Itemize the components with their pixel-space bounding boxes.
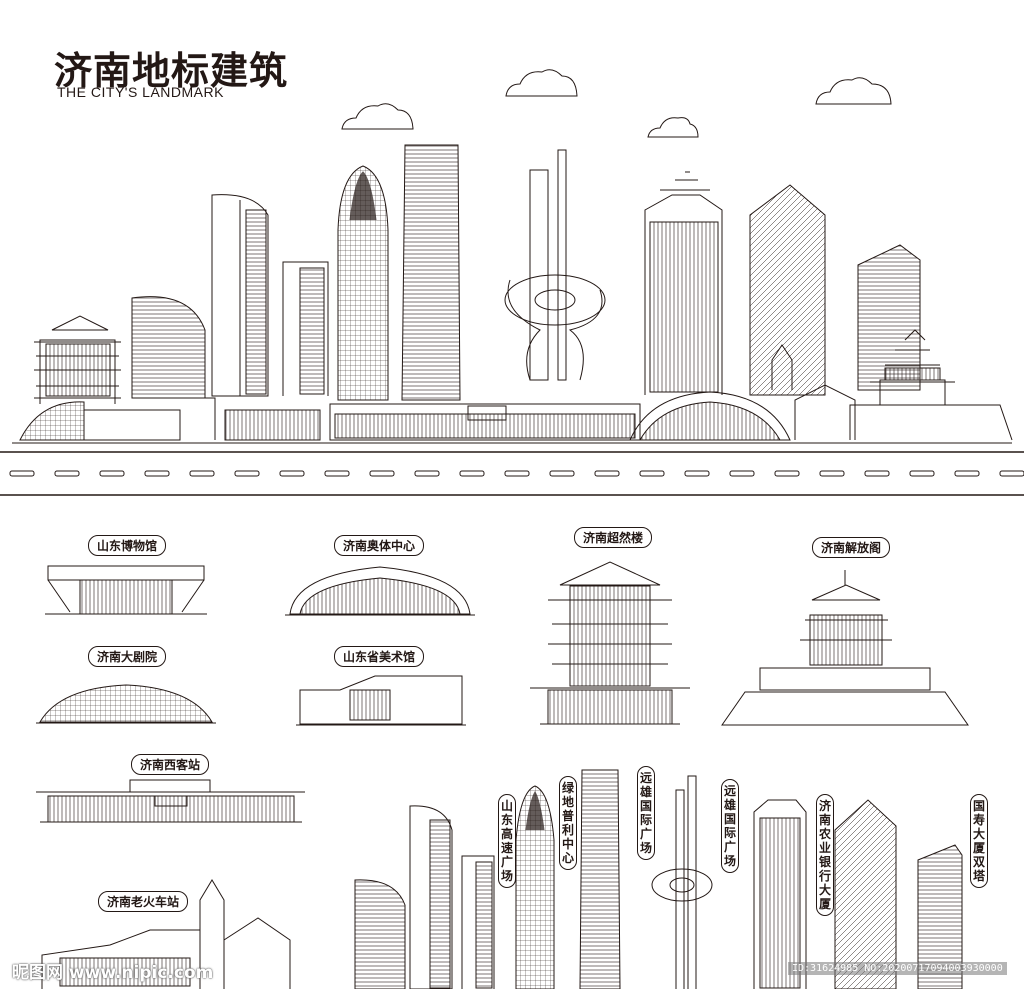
cloud-icon bbox=[815, 77, 892, 105]
label-greenland-center: 绿地普利中心 bbox=[559, 776, 577, 870]
watermark-right: ID:31624985 NO:20200717094003930000 bbox=[788, 962, 1007, 975]
chaoran-tower-illustration bbox=[530, 561, 690, 725]
label-shandong-museum: 山东博物馆 bbox=[88, 535, 167, 556]
grand-theatre-illustration bbox=[36, 684, 216, 724]
label-chaoran-tower: 济南超然楼 bbox=[574, 527, 653, 548]
cloud-icon bbox=[505, 69, 578, 97]
page-subtitle: THE CITY'S LANDMARK bbox=[57, 84, 224, 100]
cloud-icon bbox=[647, 117, 699, 138]
label-jiefang-pavilion: 济南解放阁 bbox=[812, 537, 891, 558]
label-agri-bank: 济南农业银行大厦 bbox=[816, 794, 834, 916]
label-grand-theatre: 济南大剧院 bbox=[88, 646, 167, 667]
label-guoshou-towers: 国寿大厦双塔 bbox=[970, 794, 988, 888]
watermark-left: 昵图网 www.nipic.com bbox=[12, 963, 214, 983]
page-title: 济南地标建筑 bbox=[54, 49, 289, 93]
skyline bbox=[19, 144, 1013, 441]
cloud-icon bbox=[341, 103, 414, 130]
jiefang-pavilion-illustration bbox=[721, 570, 969, 726]
olympic-center-illustration bbox=[285, 566, 475, 616]
label-yuanxiong-plaza-2: 远雄国际广场 bbox=[721, 779, 739, 873]
west-station-illustration bbox=[36, 779, 305, 823]
art-museum-illustration bbox=[296, 675, 466, 726]
bottom-towers bbox=[354, 769, 963, 989]
label-art-museum: 山东省美术馆 bbox=[334, 646, 425, 667]
old-station-illustration bbox=[41, 879, 291, 989]
road-dashes bbox=[9, 470, 1024, 477]
label-west-station: 济南西客站 bbox=[131, 754, 210, 775]
shandong-museum-illustration bbox=[45, 565, 207, 615]
label-expressway-plaza: 山东高速广场 bbox=[498, 794, 516, 888]
label-yuanxiong-plaza-1: 远雄国际广场 bbox=[637, 766, 655, 860]
label-old-station: 济南老火车站 bbox=[98, 891, 189, 912]
label-olympic-center: 济南奥体中心 bbox=[334, 535, 425, 556]
